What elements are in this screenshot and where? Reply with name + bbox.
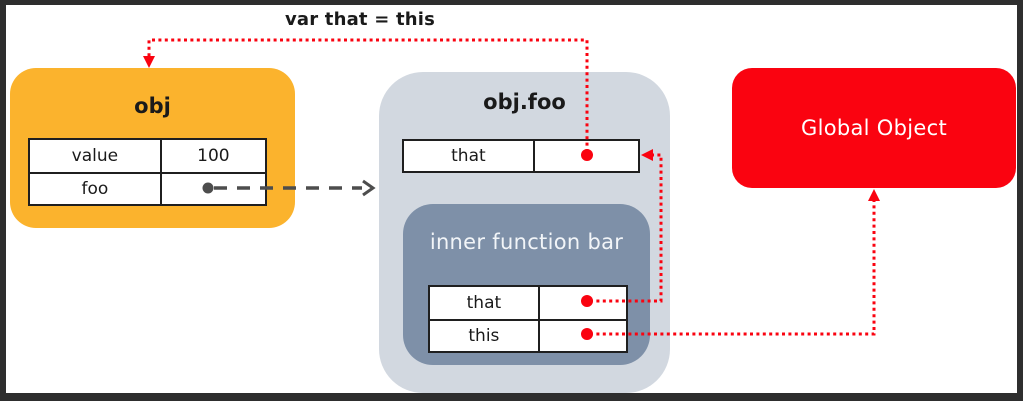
obj-table-key-foo: foo <box>30 172 160 204</box>
obj-foo-that-pointer-cell <box>532 141 638 171</box>
obj-foo-table-key-that: that <box>451 146 486 166</box>
obj-table-key-value: value <box>71 146 119 166</box>
var-that-this-label: var that = this <box>284 9 436 30</box>
inner-function-bar-title: inner function bar <box>429 230 624 254</box>
obj-foo-table: that <box>402 139 640 173</box>
inner-function-table: that this <box>428 285 628 353</box>
inner-that-pointer-cell <box>537 287 626 319</box>
obj-title: obj <box>134 94 171 118</box>
global-object-title: Global Object <box>801 116 947 140</box>
obj-foo-title: obj.foo <box>483 90 566 114</box>
obj-table: value 100 foo <box>28 138 267 206</box>
inner-table-key-that: that <box>466 293 502 313</box>
inner-this-pointer-cell <box>537 319 626 351</box>
obj-table-value-100: 100 <box>159 140 265 172</box>
global-object-box: Global Object <box>732 68 1016 188</box>
inner-table-key-this: this <box>430 319 538 351</box>
obj-table-foo-pointer-cell <box>159 172 265 204</box>
